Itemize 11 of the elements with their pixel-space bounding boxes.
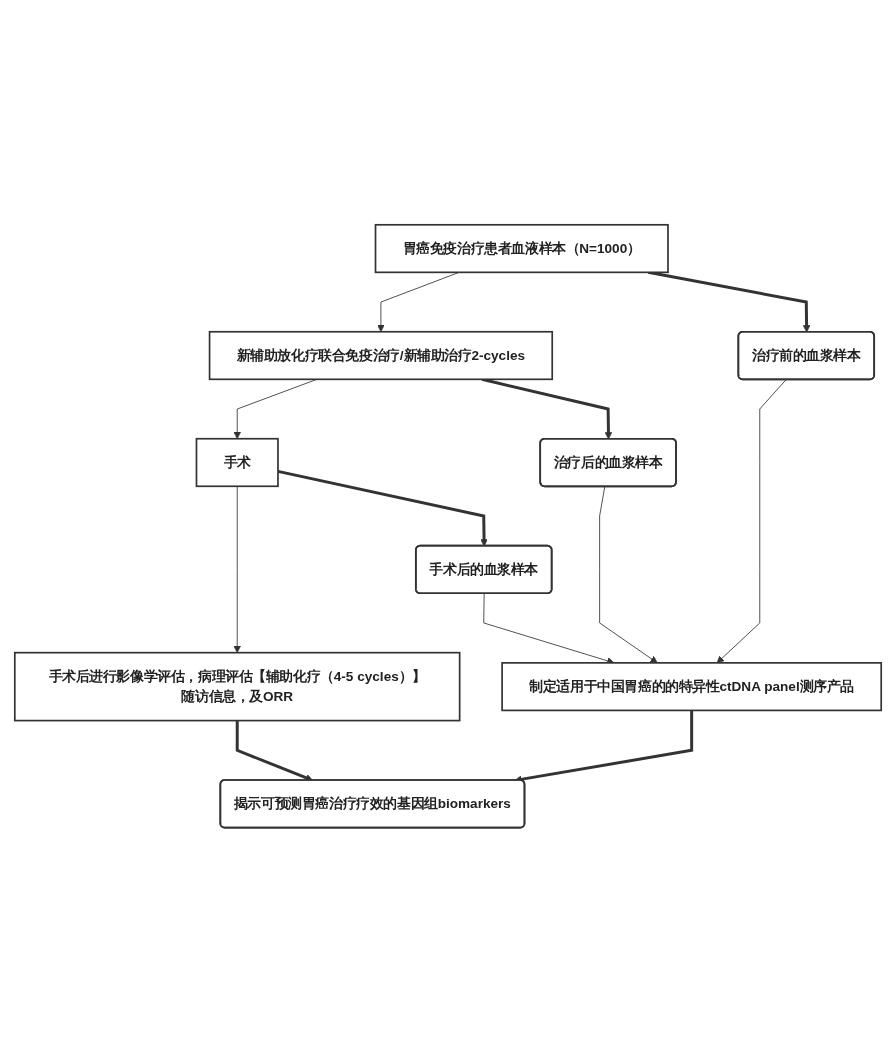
process-box: 治疗后的血浆样本 <box>539 437 677 487</box>
process-box: 手术 <box>195 437 279 487</box>
process-box: 治疗前的血浆样本 <box>737 330 876 380</box>
process-box: 新辅助放化疗联合免疫治疗/新辅助治疗2-cycles <box>208 330 554 380</box>
arrow <box>647 270 811 333</box>
arrow <box>277 469 488 547</box>
process-box: 手术后的血浆样本 <box>414 544 553 594</box>
process-box: 手术后进行影像学评估，病理评估【辅助化疗（4-5 cycles）】随访信息，及ORR <box>13 651 461 722</box>
process-box: 制定适用于中国胃癌的的特异性ctDNA panel测序产品 <box>501 661 883 712</box>
process-box: 揭示可预测胃癌治疗疗效的基因组biomarkers <box>219 779 526 829</box>
process-box: 胃癌免疫治疗患者血液样本（N=1000） <box>374 223 669 273</box>
